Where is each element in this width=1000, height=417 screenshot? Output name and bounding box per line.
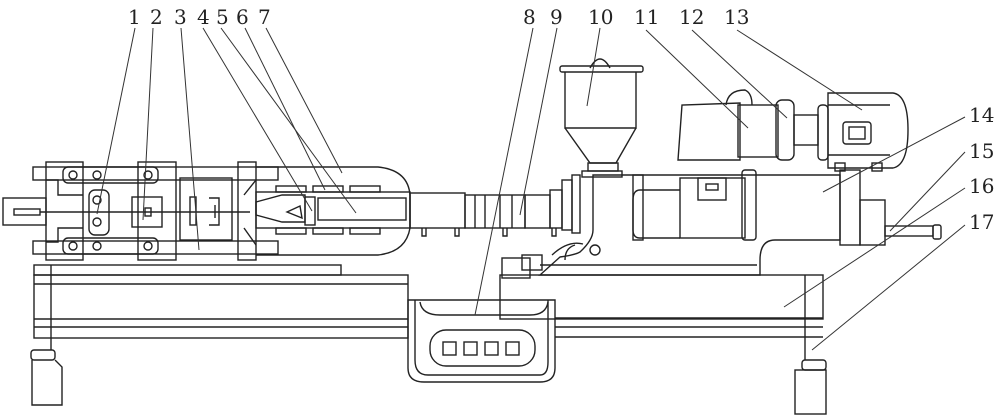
label-14: 14 bbox=[969, 103, 994, 127]
extruder-body bbox=[538, 169, 942, 276]
screw-connector bbox=[409, 174, 581, 237]
label-17: 17 bbox=[969, 210, 994, 234]
label-12: 12 bbox=[679, 5, 704, 29]
left-base-frame bbox=[33, 264, 409, 350]
label-6: 6 bbox=[236, 5, 249, 29]
label-2: 2 bbox=[150, 5, 163, 29]
label-1: 1 bbox=[128, 5, 141, 29]
label-16: 16 bbox=[969, 174, 994, 198]
label-10: 10 bbox=[588, 5, 613, 29]
label-7: 7 bbox=[258, 5, 271, 29]
label-8: 8 bbox=[523, 5, 536, 29]
label-15: 15 bbox=[969, 139, 994, 163]
label-11: 11 bbox=[634, 5, 659, 29]
control-box bbox=[407, 299, 556, 383]
gearbox-motor bbox=[677, 89, 909, 172]
clamping-unit bbox=[2, 161, 279, 261]
label-13: 13 bbox=[724, 5, 749, 29]
hopper bbox=[559, 58, 644, 178]
label-9: 9 bbox=[550, 5, 563, 29]
part-labels: 1 2 3 4 5 6 7 8 9 10 11 12 13 14 15 16 1… bbox=[128, 5, 994, 234]
right-support-leg bbox=[794, 359, 827, 415]
label-4: 4 bbox=[197, 5, 210, 29]
injection-barrel bbox=[255, 166, 411, 256]
left-support-leg bbox=[30, 349, 63, 406]
label-3: 3 bbox=[174, 5, 187, 29]
leader-lines bbox=[96, 27, 966, 351]
label-5: 5 bbox=[216, 5, 229, 29]
